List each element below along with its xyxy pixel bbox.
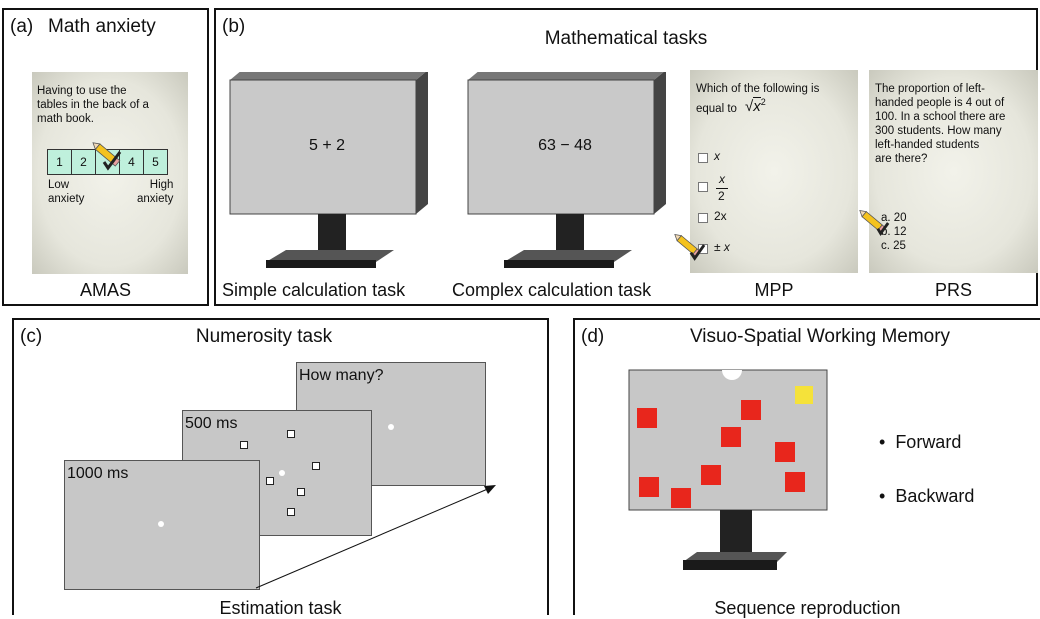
corsi-block [671, 488, 691, 508]
mpp-option-2-denominator: 2 [718, 189, 725, 203]
dot-stimulus [240, 441, 248, 449]
panel-c: (c) Numerosity task How many? 500 ms 100… [12, 318, 549, 618]
simple-calculation-monitor [229, 72, 428, 268]
mpp-question-line-2: equal to [696, 103, 737, 115]
bullet-backward: • Backward [879, 486, 975, 506]
corsi-block [785, 472, 805, 492]
amas-question: Having to use the tables in the back of … [37, 85, 149, 125]
pencil-check-icon [859, 210, 890, 236]
scale-option-4: 4 [119, 149, 144, 175]
panel-b-title: Mathematical tasks [544, 28, 708, 49]
panel-c-caption: Estimation task [219, 598, 342, 618]
fixation-dot [158, 521, 164, 527]
panel-d: (d) Visuo-Spatial Working Memory • Forwa… [573, 318, 1040, 618]
simple-calculation-caption: Simple calculation task [222, 280, 406, 300]
panel-d-tag: (d) [581, 326, 605, 347]
low-anxiety-label: Low anxiety [48, 179, 85, 205]
prs-sheet: The proportion of left- handed people is… [869, 70, 1038, 273]
panel-a-caption: AMAS [79, 280, 131, 300]
panel-b: (b) Mathematical tasks 5 + 2 Simple calc… [214, 8, 1038, 306]
dot-array-duration: 500 ms [185, 415, 238, 432]
high-anxiety-label: High anxiety [137, 179, 174, 205]
mpp-caption: MPP [754, 280, 794, 300]
how-many-prompt: How many? [299, 367, 384, 384]
corsi-block [637, 408, 657, 428]
panel-a: (a) Math anxiety Having to use the table… [2, 8, 209, 306]
mpp-option-1: x [714, 149, 720, 163]
dot-stimulus [266, 477, 274, 485]
panel-d-caption: Sequence reproduction [714, 598, 901, 618]
mpp-option-2-numerator: x [719, 172, 725, 186]
panel-b-tag: (b) [222, 16, 246, 37]
mpp-question: Which of the following is [696, 83, 820, 95]
amas-questionnaire-sheet: Having to use the tables in the back of … [32, 72, 188, 274]
complex-calculation-monitor [467, 72, 666, 268]
mpp-option-3: 2x [714, 209, 727, 223]
pencil-check-icon [92, 142, 122, 171]
mpp-sheet: Which of the following is equal to √x2 x… [690, 70, 858, 273]
prs-caption: PRS [934, 280, 972, 300]
mpp-option-1-checkbox [698, 153, 708, 163]
pencil-check-icon [674, 234, 706, 261]
prs-option-a: a. 20 [881, 212, 907, 224]
mpp-option-3-checkbox [698, 213, 708, 223]
prs-option-c: c. 25 [881, 240, 906, 252]
mpp-option-4: ± x [714, 240, 730, 254]
dot-stimulus [287, 430, 295, 438]
square-root-icon: √x2 [745, 97, 766, 115]
simple-calculation-expression: 5 + 2 [308, 137, 346, 154]
corsi-block [721, 427, 741, 447]
panel-a-tag: (a) [10, 16, 34, 37]
corsi-target-block [795, 386, 813, 404]
panel-d-title: Visuo-Spatial Working Memory [689, 326, 951, 347]
corsi-block [741, 400, 761, 420]
corsi-block [701, 465, 721, 485]
panel-c-tag: (c) [20, 326, 43, 347]
anxiety-rating-scale: 1 2 4 5 [47, 149, 168, 175]
fixation-dot [388, 424, 394, 430]
fixation-screen: 1000 ms [64, 460, 260, 590]
corsi-block [639, 477, 659, 497]
mpp-option-2-checkbox [698, 182, 708, 192]
prs-question: The proportion of left- handed people is… [875, 83, 1006, 165]
scale-option-5: 5 [143, 149, 168, 175]
scale-option-2: 2 [71, 149, 96, 175]
corsi-block [775, 442, 795, 462]
panel-a-title: Math anxiety [48, 16, 156, 37]
complex-calculation-expression: 63 − 48 [538, 137, 592, 154]
bullet-forward: • Forward [879, 432, 962, 452]
dot-stimulus [312, 462, 320, 470]
scale-option-1: 1 [47, 149, 72, 175]
fixation-dot [279, 470, 285, 476]
time-arrow [255, 485, 496, 589]
panel-c-title: Numerosity task [195, 326, 333, 347]
dot-stimulus [287, 508, 295, 516]
prs-option-b: b. 12 [881, 226, 907, 238]
fixation-duration: 1000 ms [67, 465, 129, 482]
complex-calculation-caption: Complex calculation task [452, 280, 652, 300]
mpp-fraction-bar [716, 188, 728, 189]
dot-stimulus [297, 488, 305, 496]
